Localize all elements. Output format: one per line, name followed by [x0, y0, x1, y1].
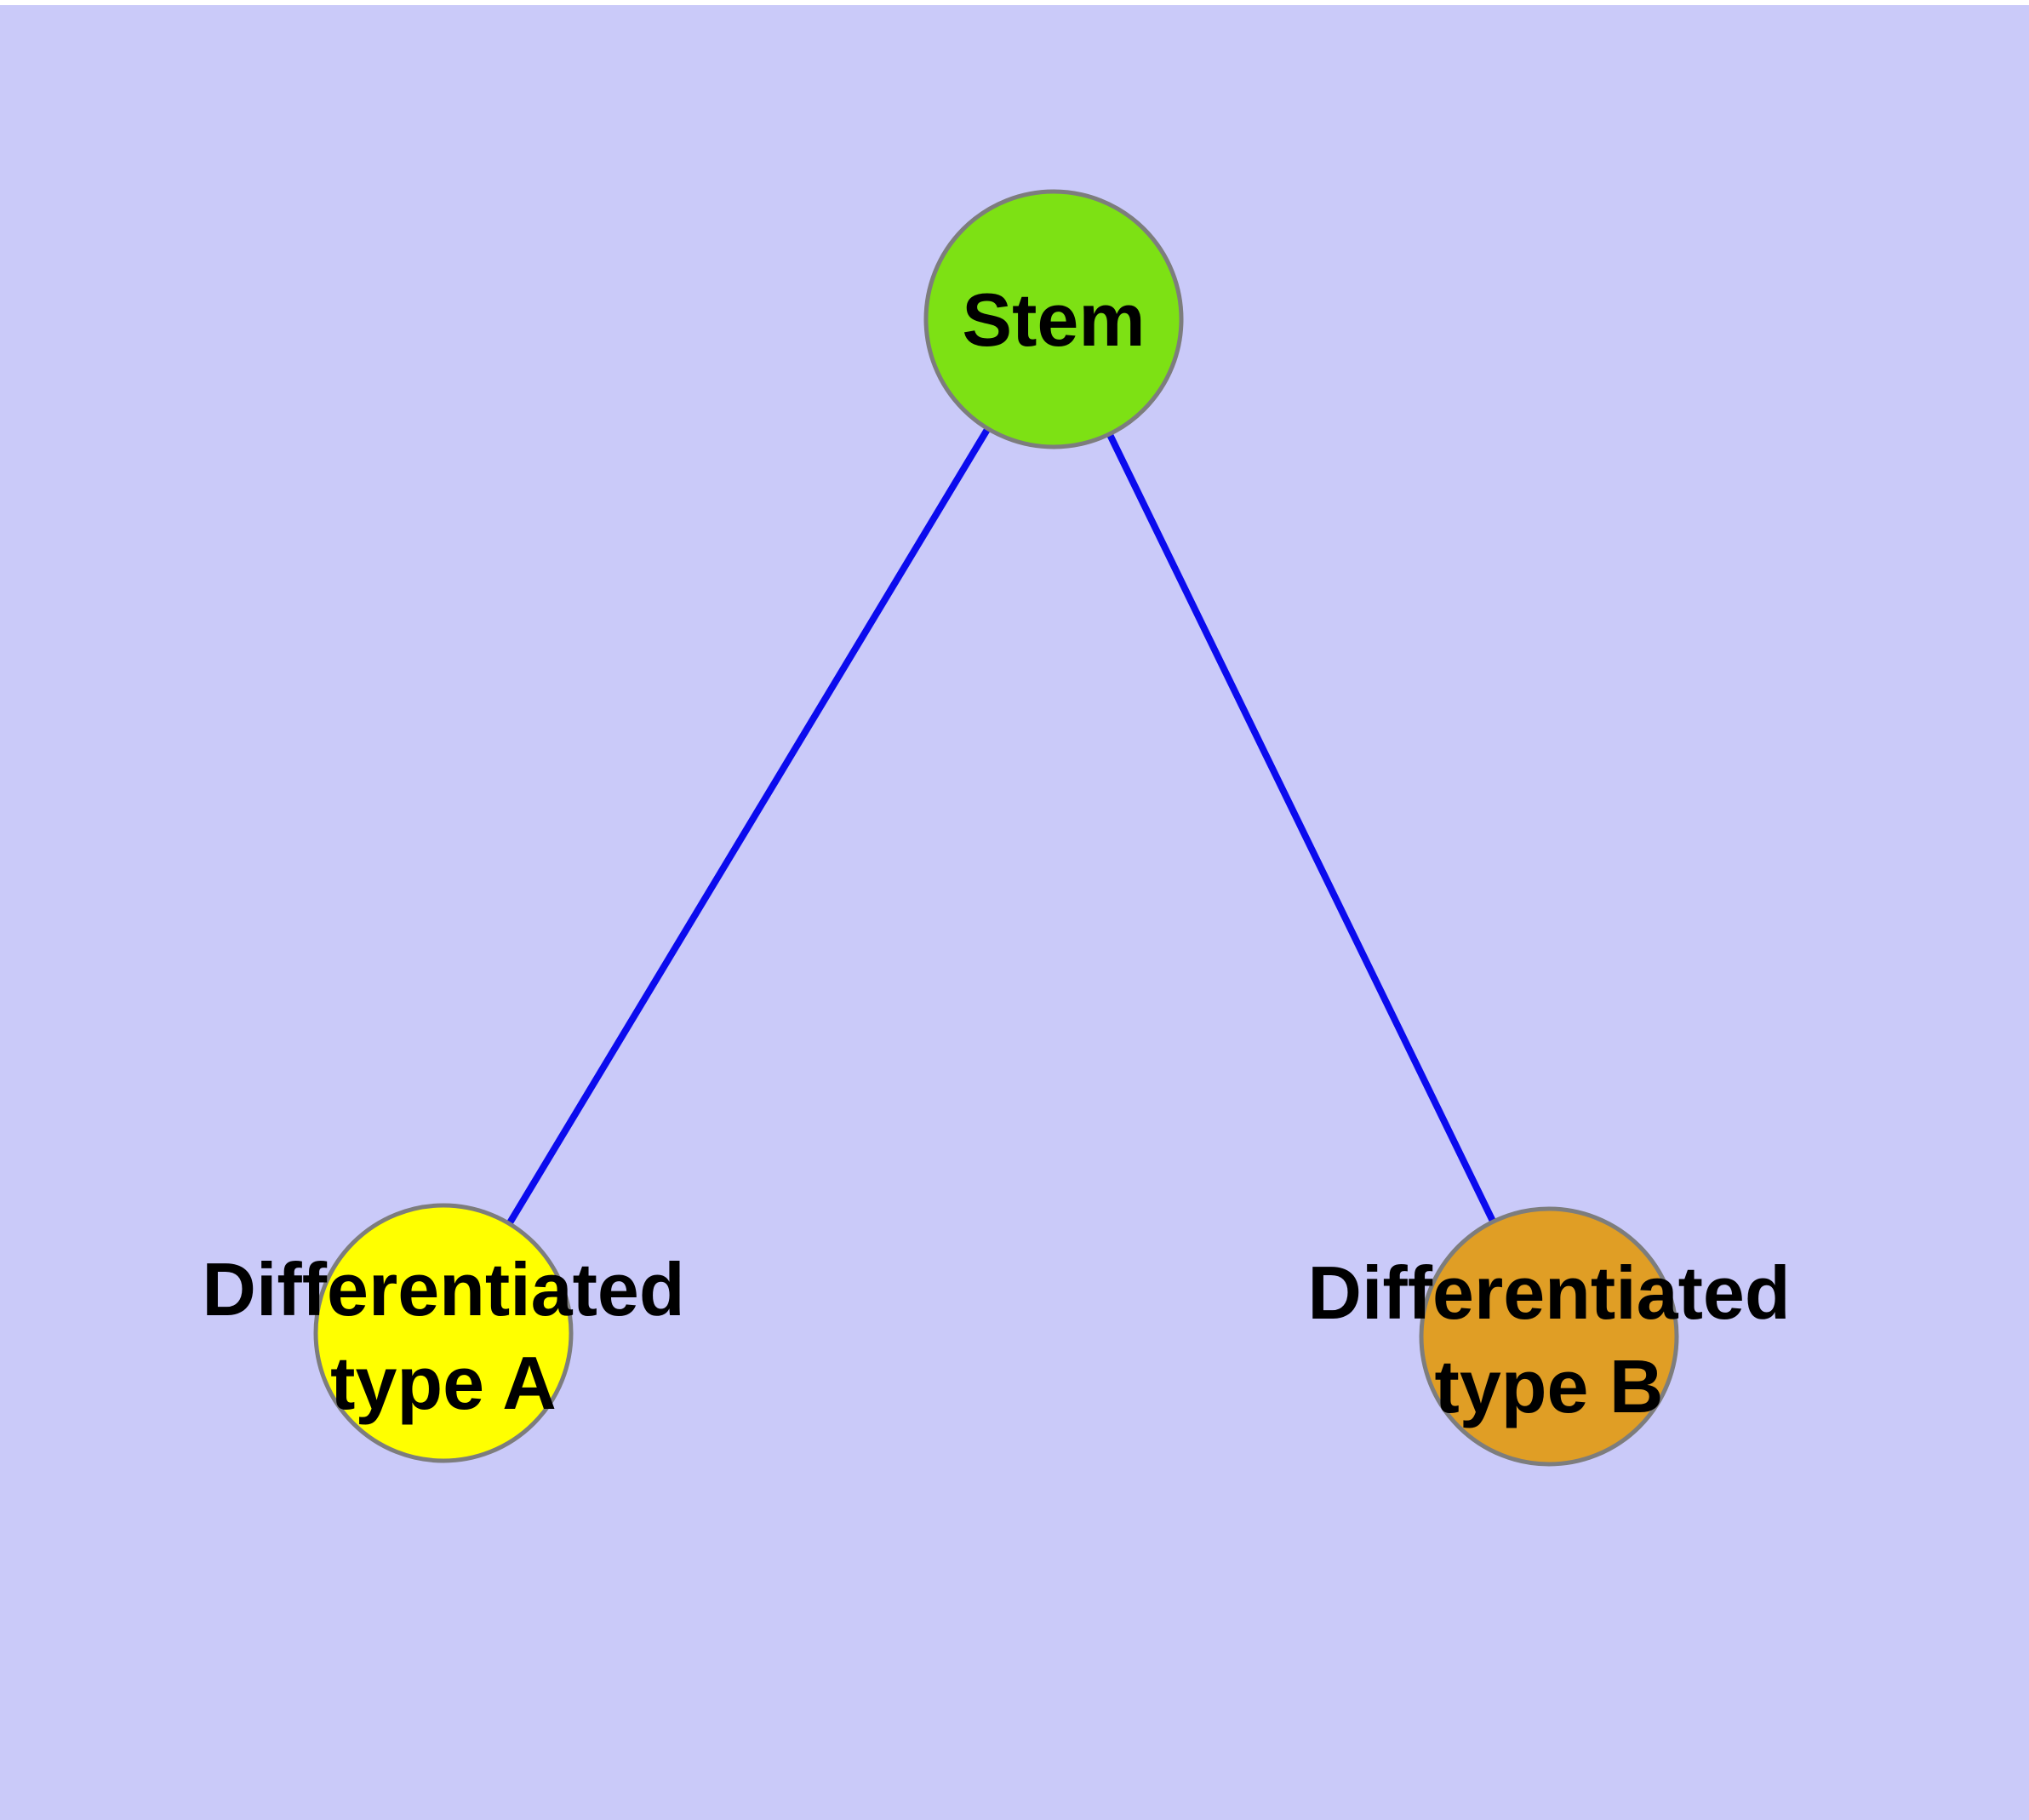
type-a-node	[313, 1203, 574, 1463]
type-b-node-label-line1: Differentiated	[1307, 1251, 1790, 1335]
type-a-node-label-line2: type A	[330, 1341, 557, 1425]
type-b-node-label-line2: type B	[1435, 1344, 1664, 1428]
edge-stem-to-type-a	[440, 317, 1057, 1336]
edge-stem-to-type-b	[1050, 318, 1552, 1338]
type-a-node-label-line1: Differentiated	[202, 1247, 684, 1331]
stem-node-label: Stem	[962, 278, 1145, 362]
stem-node	[923, 189, 1184, 449]
type-b-node	[1419, 1206, 1679, 1467]
